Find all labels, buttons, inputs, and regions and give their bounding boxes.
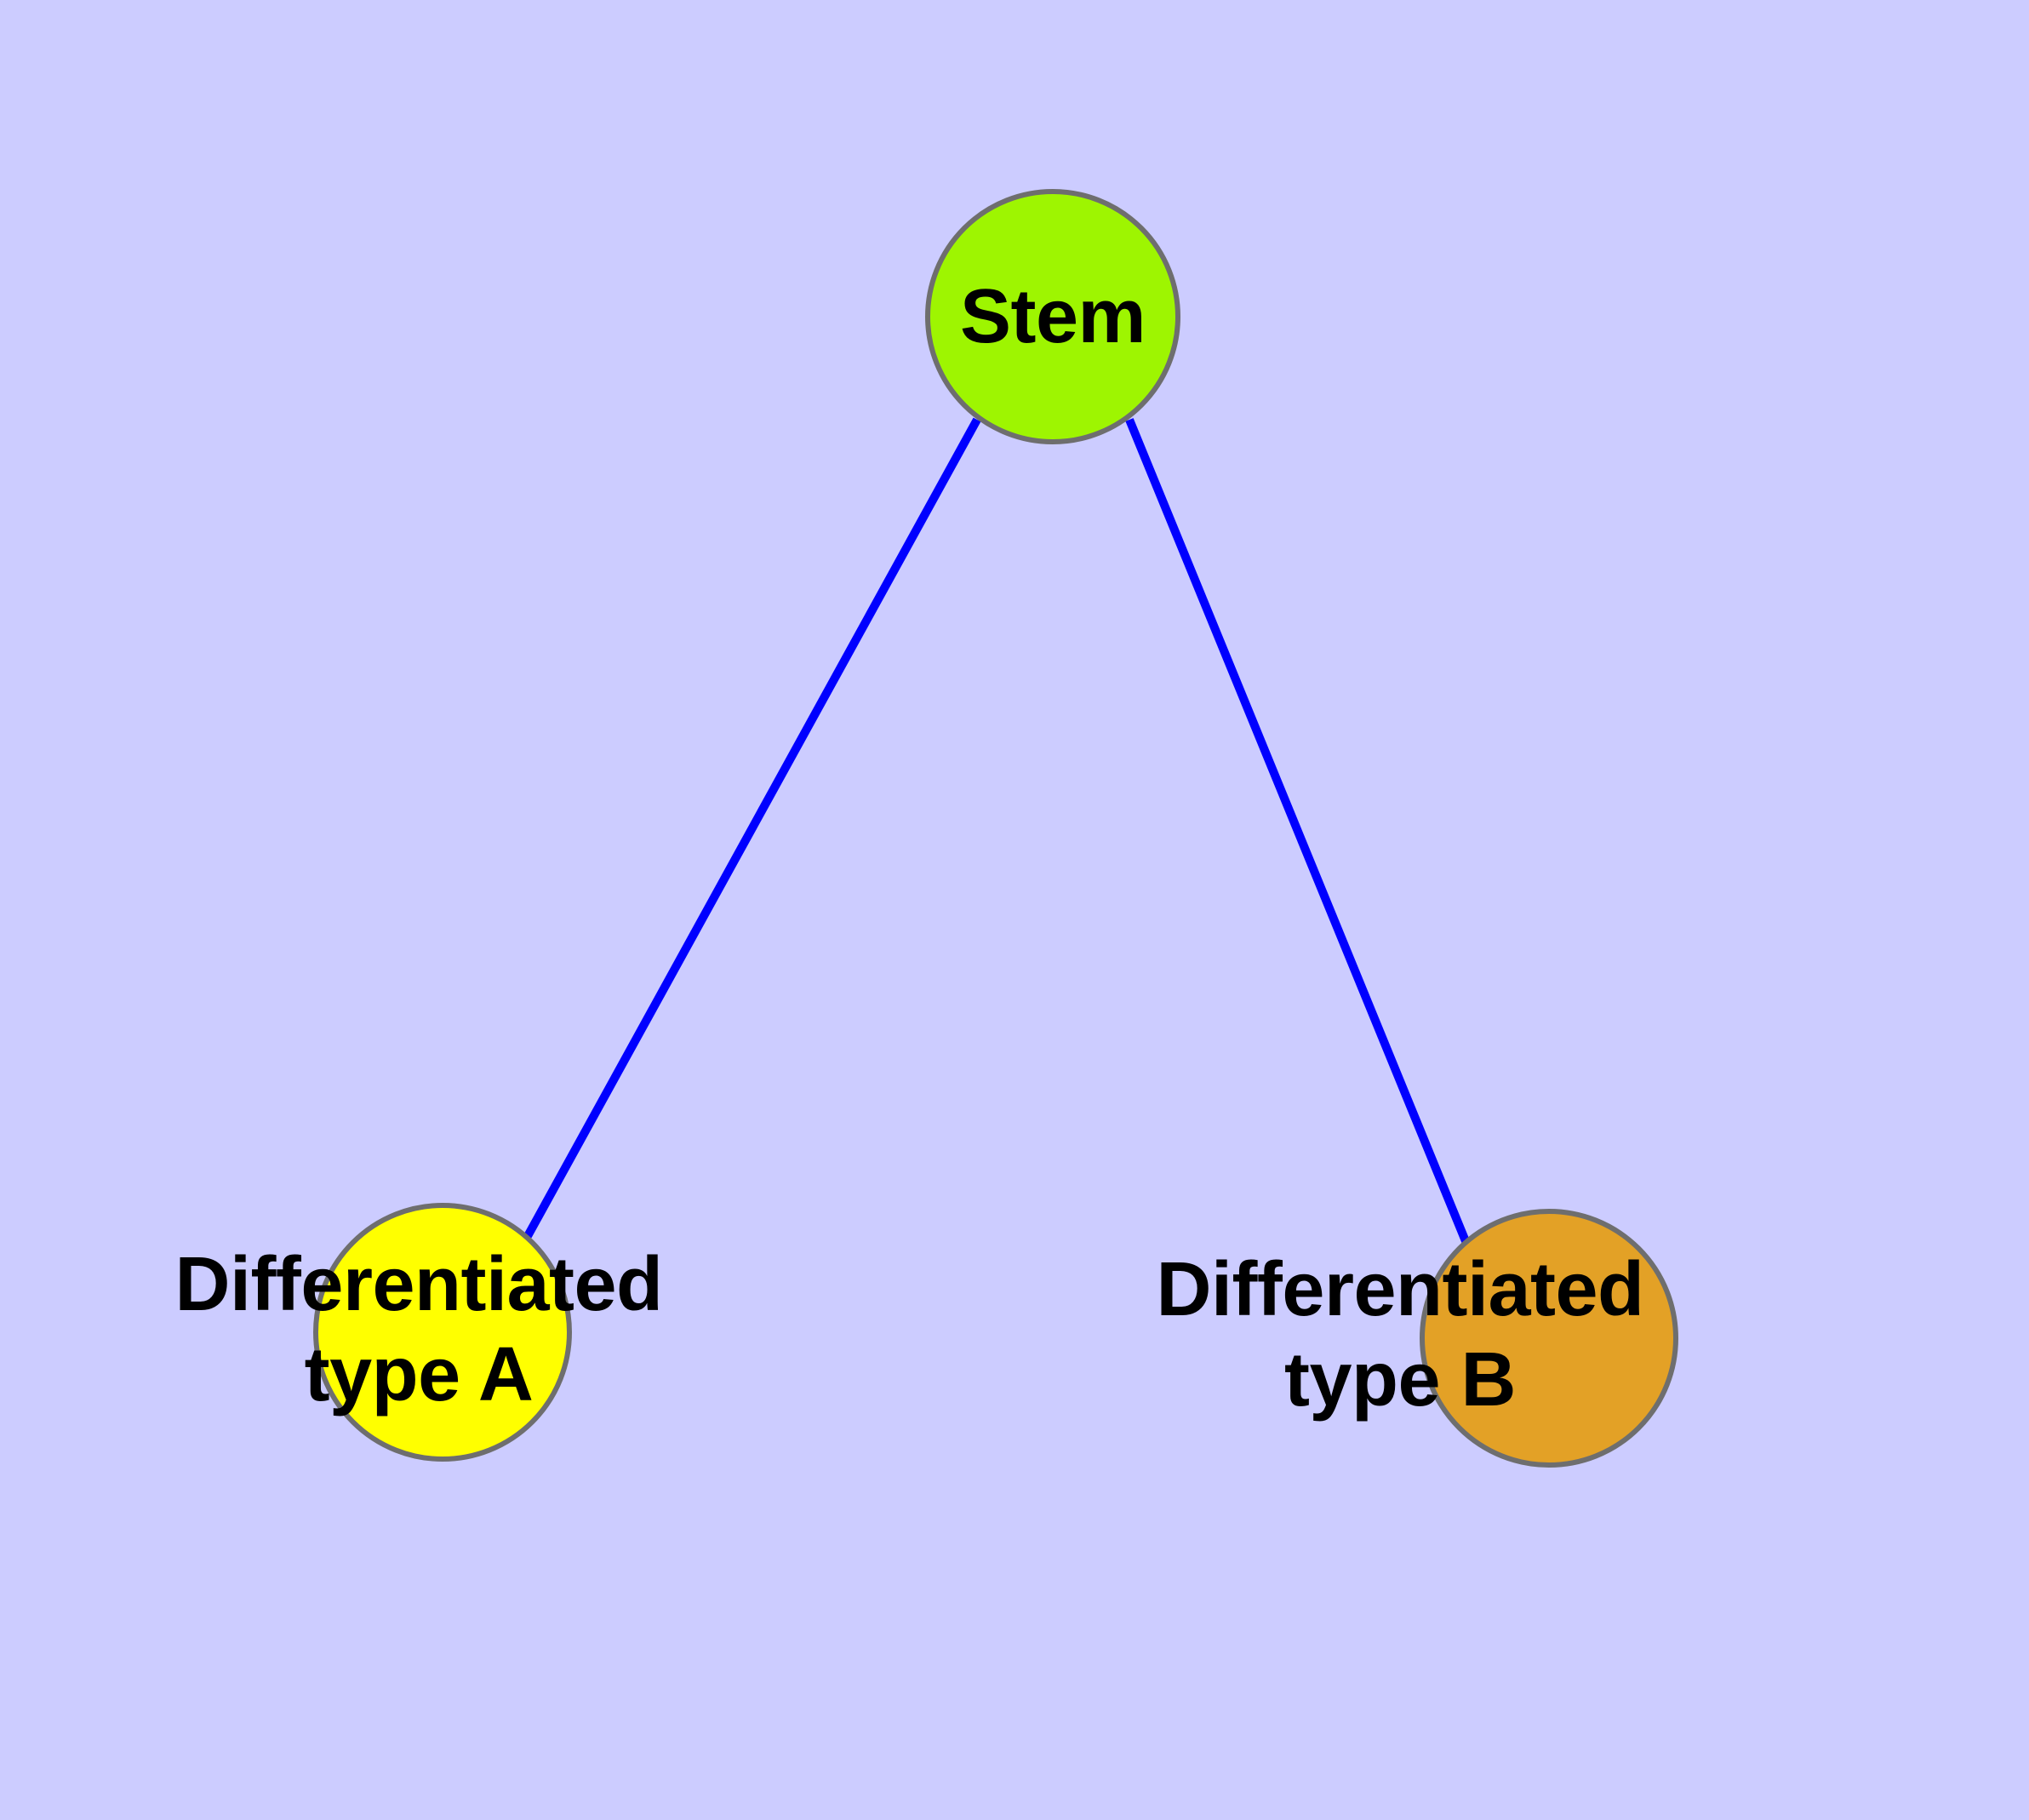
edge-stem-to-diff-a	[523, 417, 981, 1239]
node-label-diff-a: Differentiated type A	[174, 1241, 663, 1417]
node-diff-a[interactable]	[313, 1203, 572, 1462]
node-stem[interactable]	[925, 189, 1180, 444]
edge-stem-to-diff-b	[1125, 418, 1470, 1243]
node-label-diff-b: Differentiated type B	[1156, 1246, 1644, 1422]
node-diff-b[interactable]	[1420, 1209, 1678, 1468]
node-label-stem: Stem	[959, 273, 1146, 359]
